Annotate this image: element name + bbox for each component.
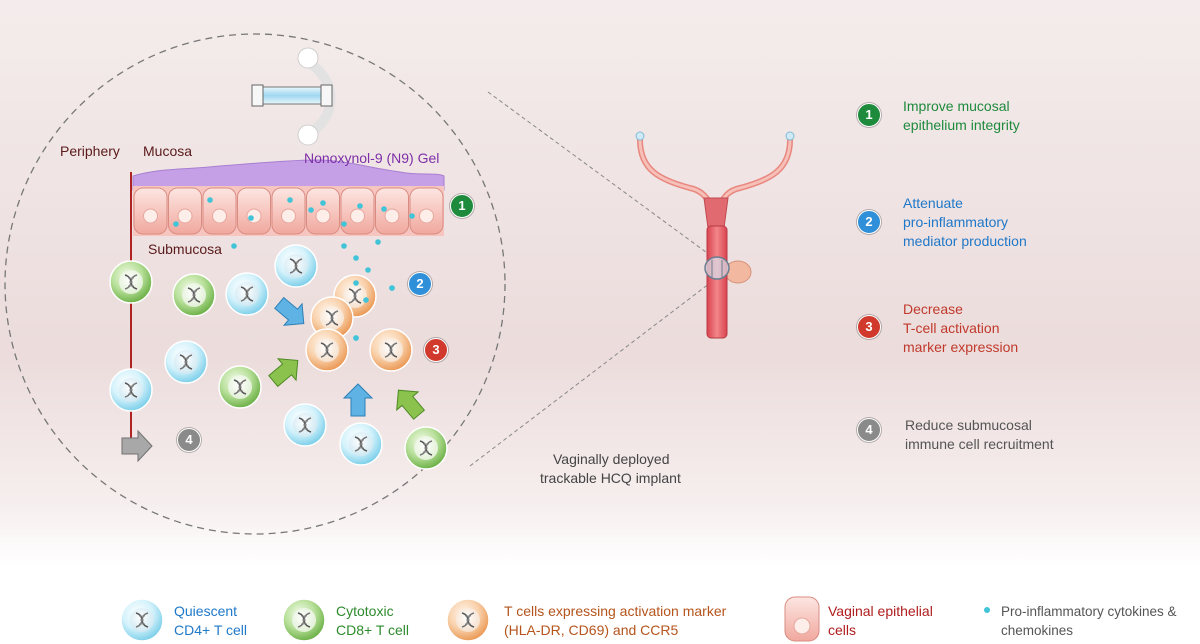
cytokine-dot	[248, 215, 254, 221]
marker-1: 1	[450, 194, 474, 218]
effect-2-line2: pro-inflammatory	[903, 214, 1009, 230]
epithelial-cell-layer	[133, 186, 444, 236]
magnification-circle	[4, 33, 506, 535]
mucosa-label: Mucosa	[143, 143, 193, 159]
cytokine-dot	[320, 200, 326, 206]
cytokine-dot	[287, 197, 293, 203]
n9-gel-layer	[132, 159, 445, 191]
implant-label-line2: trackable HCQ implant	[540, 470, 681, 486]
effect-4-line1: Reduce submucosal	[905, 417, 1032, 433]
cytokine-dot	[207, 197, 213, 203]
cytokine-dot	[231, 243, 237, 249]
legend-cd4-line2: CD4+ T cell	[174, 622, 248, 638]
cytokine-dot	[173, 221, 179, 227]
cytokine-dot	[363, 297, 369, 303]
submucosa-label: Submucosa	[148, 241, 222, 257]
legend-cytokine-dot	[984, 607, 990, 613]
legend-cytokines-line2: chemokines	[1001, 623, 1074, 638]
marker-4: 4	[177, 428, 201, 452]
epithelial-nucleus	[419, 208, 434, 224]
cytokine-dot	[365, 267, 371, 273]
legend-epithelial-line2: cells	[828, 622, 857, 638]
effect-2-number: 2	[857, 210, 881, 234]
cytokine-dot	[341, 243, 347, 249]
zoom-line-bottom	[469, 279, 715, 467]
marker-2: 2	[408, 272, 432, 296]
cytokine-dot	[353, 255, 359, 261]
epithelial-nucleus	[350, 208, 365, 224]
effect-4-number: 4	[857, 418, 881, 442]
effect-3-line2: T-cell activation	[903, 320, 1000, 336]
effect-1-line1: Improve mucosal	[903, 98, 1010, 114]
epithelial-nucleus	[384, 208, 400, 224]
epithelial-nucleus	[212, 208, 227, 224]
migration-arrows	[121, 296, 426, 463]
cytokine-dot	[409, 213, 415, 219]
epithelial-nucleus	[281, 208, 296, 224]
effect-2-line1: Attenuate	[903, 195, 963, 211]
hcq-implant-icon	[251, 47, 336, 146]
effect-2-line3: mediator production	[903, 233, 1027, 249]
legend-cytokines-line1: Pro-inflammatory cytokines &	[1001, 604, 1177, 619]
effect-3-number: 3	[857, 315, 881, 339]
legend-graphics	[121, 596, 990, 642]
legend-cd4-line1: Quiescent	[174, 603, 238, 619]
epithelial-nucleus	[177, 208, 193, 224]
effect-1-number: 1	[857, 103, 881, 127]
marker-3: 3	[424, 338, 448, 362]
activated-t-cells	[306, 275, 412, 371]
cytokine-dot	[341, 221, 347, 227]
cytokine-dot	[381, 206, 387, 212]
cytokine-dot	[353, 280, 359, 286]
periphery-label: Periphery	[60, 143, 120, 159]
gel-label: Nonoxynol-9 (N9) Gel	[304, 150, 440, 166]
reproductive-tract-illustration	[635, 131, 795, 339]
legend-cd8-line1: Cytotoxic	[336, 603, 394, 619]
legend-activated-line1: T cells expressing activation marker	[504, 603, 727, 619]
cytokine-dot	[353, 335, 359, 341]
effect-1-line2: epithelium integrity	[903, 117, 1020, 133]
cytokine-dot	[375, 239, 381, 245]
effect-3-line1: Decrease	[903, 301, 963, 317]
implant-label-line1: Vaginally deployed	[553, 451, 670, 467]
effect-4-line2: immune cell recruitment	[905, 436, 1054, 452]
epithelial-nucleus	[143, 208, 158, 224]
legend-epithelial-cell-icon	[784, 596, 820, 642]
cytokine-dot	[308, 207, 314, 213]
cytokine-dot	[357, 203, 363, 209]
legend-cd8-line2: CD8+ T cell	[336, 622, 410, 638]
epithelial-nucleus	[315, 208, 331, 224]
zoom-line-top	[487, 91, 715, 259]
cytokine-dot	[389, 285, 395, 291]
legend-epithelial-line1: Vaginal epithelial	[828, 603, 933, 619]
legend-activated-line2: (HLA-DR, CD69) and CCR5	[504, 622, 679, 638]
cytokine-dots-top	[353, 280, 395, 341]
effect-3-line3: marker expression	[903, 339, 1019, 355]
